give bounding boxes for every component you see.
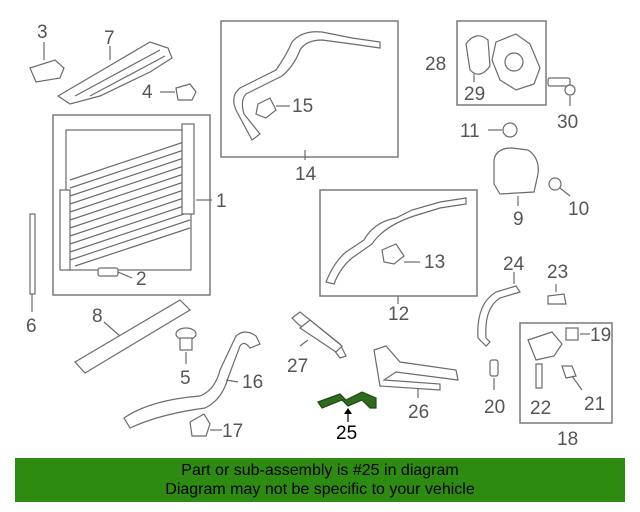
pipe-part-25-highlighted [317,391,377,422]
callout-2: 2 [136,269,147,290]
callout-24: 24 [503,254,525,275]
group-box-18 [519,322,613,424]
reservoir-part-9 [493,147,539,206]
seal-part-6 [29,213,36,295]
callout-20: 20 [484,397,505,418]
callout-10: 10 [568,199,589,220]
clip-part-4 [160,83,197,101]
callout-16: 16 [242,372,263,393]
callout-23: 23 [547,262,568,283]
seal-part-8 [74,299,191,374]
callout-1: 1 [216,191,227,212]
callout-15: 15 [292,96,313,117]
bracket-part-3 [29,42,65,83]
callout-8: 8 [92,306,103,327]
callout-18: 18 [557,429,578,450]
info-banner: Part or sub-assembly is #25 in diagram D… [15,458,625,502]
thermostat-housing-part-28 [465,33,541,91]
callout-6: 6 [26,316,37,337]
pipe-part-27 [291,311,347,359]
callout-7: 7 [104,28,115,49]
callout-17: 17 [222,421,243,442]
banner-line-1: Part or sub-assembly is #25 in diagram [181,462,459,479]
hose-part-12 [325,197,467,304]
group-box-14 [220,20,399,158]
callout-3: 3 [37,22,48,43]
clamp-part-17 [189,413,222,437]
callout-11: 11 [460,121,480,142]
clamp-part-13 [381,243,420,265]
callout-9: 9 [513,209,524,230]
group-box-1 [52,114,211,296]
clamp-part-15 [255,97,290,119]
hose-part-16 [123,331,261,429]
callout-5: 5 [180,368,191,389]
callout-19: 19 [590,325,611,346]
cap-part-5 [175,327,197,364]
deflector-part-7 [56,41,173,105]
connector-part-23 [547,284,567,305]
callout-30: 30 [557,112,578,133]
callout-27: 27 [287,356,308,377]
callout-4: 4 [142,82,153,103]
hose-part-24 [477,272,521,347]
group-box-28 [456,20,547,106]
callout-28: 28 [425,54,446,75]
radiator-part [59,123,212,271]
cap-part-11 [488,122,518,138]
callout-22: 22 [530,398,551,419]
callout-29: 29 [464,84,485,105]
callout-13: 13 [424,252,445,273]
callout-25: 25 [336,423,357,444]
banner-line-2: Diagram may not be specific to your vehi… [165,481,475,498]
parts-diagram: 1 2 3 7 4 6 8 5 16 [26,20,613,450]
outlet-part-18 [527,327,590,391]
callout-14: 14 [295,164,317,185]
callout-21: 21 [584,394,605,415]
bolt-part-20 [489,359,499,390]
bolt-part-2 [97,267,133,279]
bolt-part-30 [547,77,576,106]
pipe-part-26 [373,345,459,398]
bolt-part-10 [548,177,571,197]
callout-12: 12 [388,304,409,325]
callout-26: 26 [408,402,429,423]
hose-part-14 [233,31,381,160]
